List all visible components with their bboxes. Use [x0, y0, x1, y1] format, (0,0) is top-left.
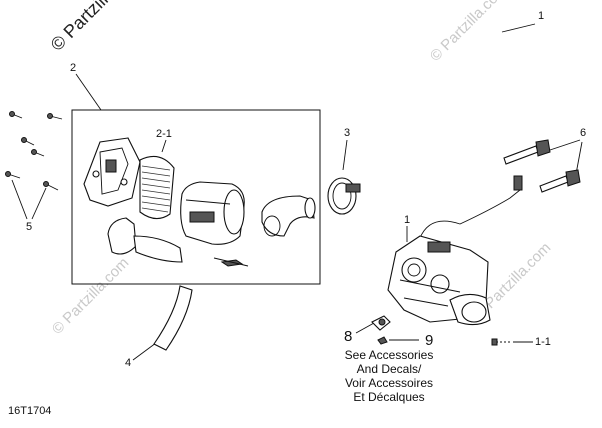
screws-illustration [5, 111, 63, 191]
clamp-illustration [327, 177, 361, 215]
callout-4: 4 [125, 357, 131, 369]
callout-1-mid: 1 [404, 214, 410, 226]
note-line-3: Voir Accessoires [345, 376, 433, 390]
plug-illustration [377, 336, 388, 345]
small-screw-illustration [491, 338, 512, 346]
bolts-illustration [503, 139, 581, 193]
sensor-illustration [371, 315, 391, 331]
note-line-2: And Decals/ [357, 362, 422, 376]
callout-5: 5 [26, 221, 32, 233]
diagram-id: 16T1704 [8, 405, 51, 417]
note-line-4: Et Décalques [353, 390, 424, 404]
leader-8 [355, 322, 375, 334]
intake-duct-illustration [261, 195, 316, 237]
leader-2 [75, 73, 102, 111]
leader-5a [11, 179, 28, 220]
callout-2: 2 [70, 62, 76, 74]
leader-2-1 [161, 139, 167, 153]
callout-6: 6 [580, 127, 586, 139]
leader-3 [342, 139, 348, 171]
airbox-housing-illustration [180, 181, 245, 245]
watermark-mid-left: © Partzilla.com [49, 254, 132, 337]
callout-2-1: 2-1 [156, 128, 172, 140]
callout-9: 9 [425, 332, 433, 349]
note-line-1: See Accessories [345, 348, 434, 362]
airbox-cover-illustration [83, 137, 141, 207]
filter-element-illustration [139, 155, 175, 220]
callout-1-1: 1-1 [535, 336, 551, 348]
throttle-body-illustration [387, 175, 523, 326]
hose-illustration [153, 285, 193, 351]
callout-3: 3 [344, 127, 350, 139]
watermark-top-right: © Partzilla.com [427, 0, 510, 65]
accessories-note: See Accessories And Decals/ Voir Accesso… [345, 348, 434, 404]
watermark-corner: © Partzilla [47, 0, 120, 55]
leader-6b [575, 141, 583, 175]
callout-1-top: 1 [538, 10, 544, 22]
clip-illustration [213, 257, 249, 267]
leader-1-top [501, 23, 536, 33]
boot-cap-illustration [107, 217, 183, 263]
airbox-group-frame [71, 109, 321, 285]
leader-5b [31, 187, 47, 220]
callout-8: 8 [344, 328, 352, 345]
leader-6a [549, 139, 581, 151]
